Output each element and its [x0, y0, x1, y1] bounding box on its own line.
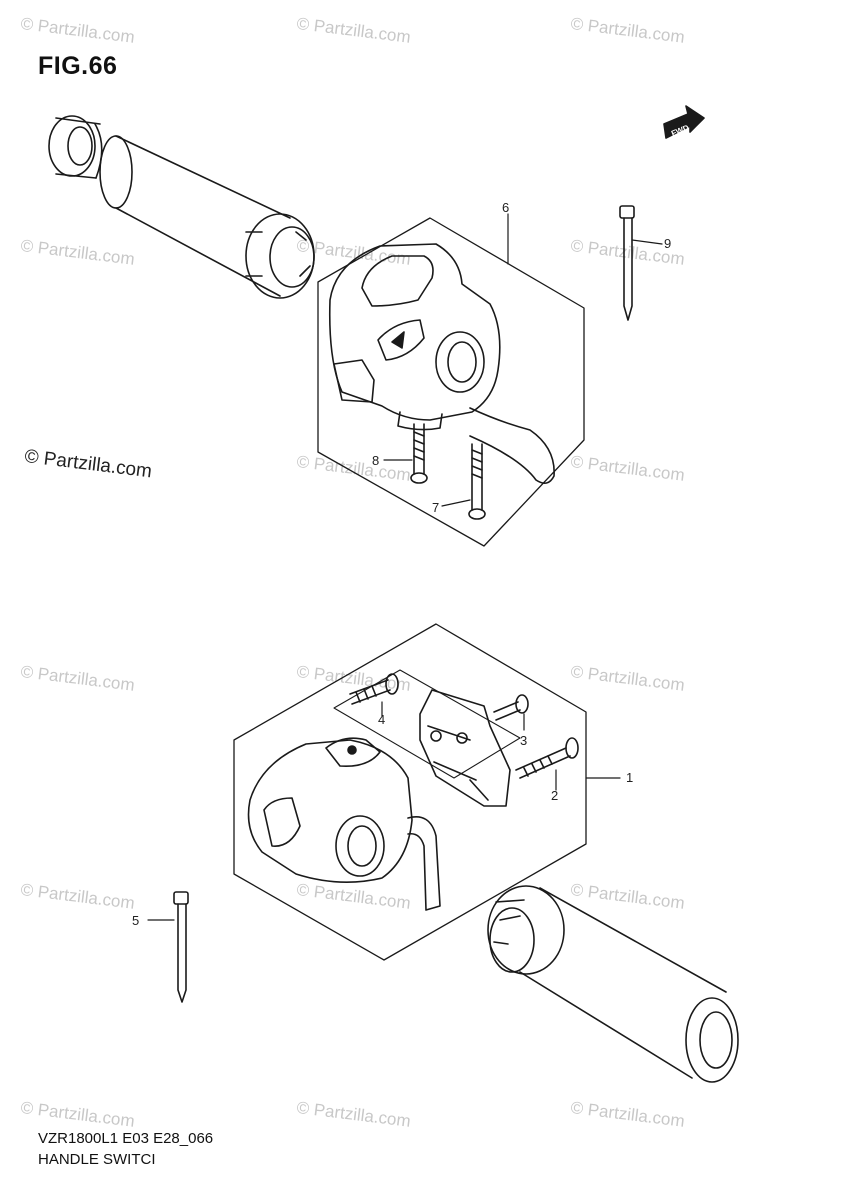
callout-2: 2 [551, 788, 558, 803]
screw-4 [349, 673, 399, 717]
left-switch-housing [328, 243, 555, 484]
callout-3: 3 [520, 733, 527, 748]
right-handle-grip [487, 885, 739, 1083]
callout-8: 8 [372, 453, 379, 468]
screw-2 [515, 737, 579, 791]
assembly-box-lower [233, 623, 587, 961]
footer-section-name: HANDLE SWITCI [38, 1151, 156, 1168]
screw-8 [410, 423, 428, 484]
left-handle-grip [99, 135, 315, 299]
callout-7: 7 [432, 500, 439, 515]
cable-tie-5 [147, 891, 189, 1003]
screw-3 [493, 694, 529, 731]
cable-tie-9 [619, 205, 663, 321]
callout-4: 4 [378, 712, 385, 727]
callout-5: 5 [132, 913, 139, 928]
sub-box-screws [333, 669, 521, 779]
switch-bracket [419, 689, 511, 807]
right-switch-housing [247, 737, 441, 911]
forward-arrow-icon [663, 105, 705, 139]
bar-end-weight [48, 115, 103, 179]
footer-model-code: VZR1800L1 E03 E28_066 [38, 1130, 214, 1147]
callout-1: 1 [626, 770, 633, 785]
assembly-box-upper [317, 217, 585, 547]
screw-7 [468, 443, 486, 520]
callout-6: 6 [502, 200, 509, 215]
figure-title: FIG.66 [38, 52, 118, 80]
callout-9: 9 [664, 236, 671, 251]
